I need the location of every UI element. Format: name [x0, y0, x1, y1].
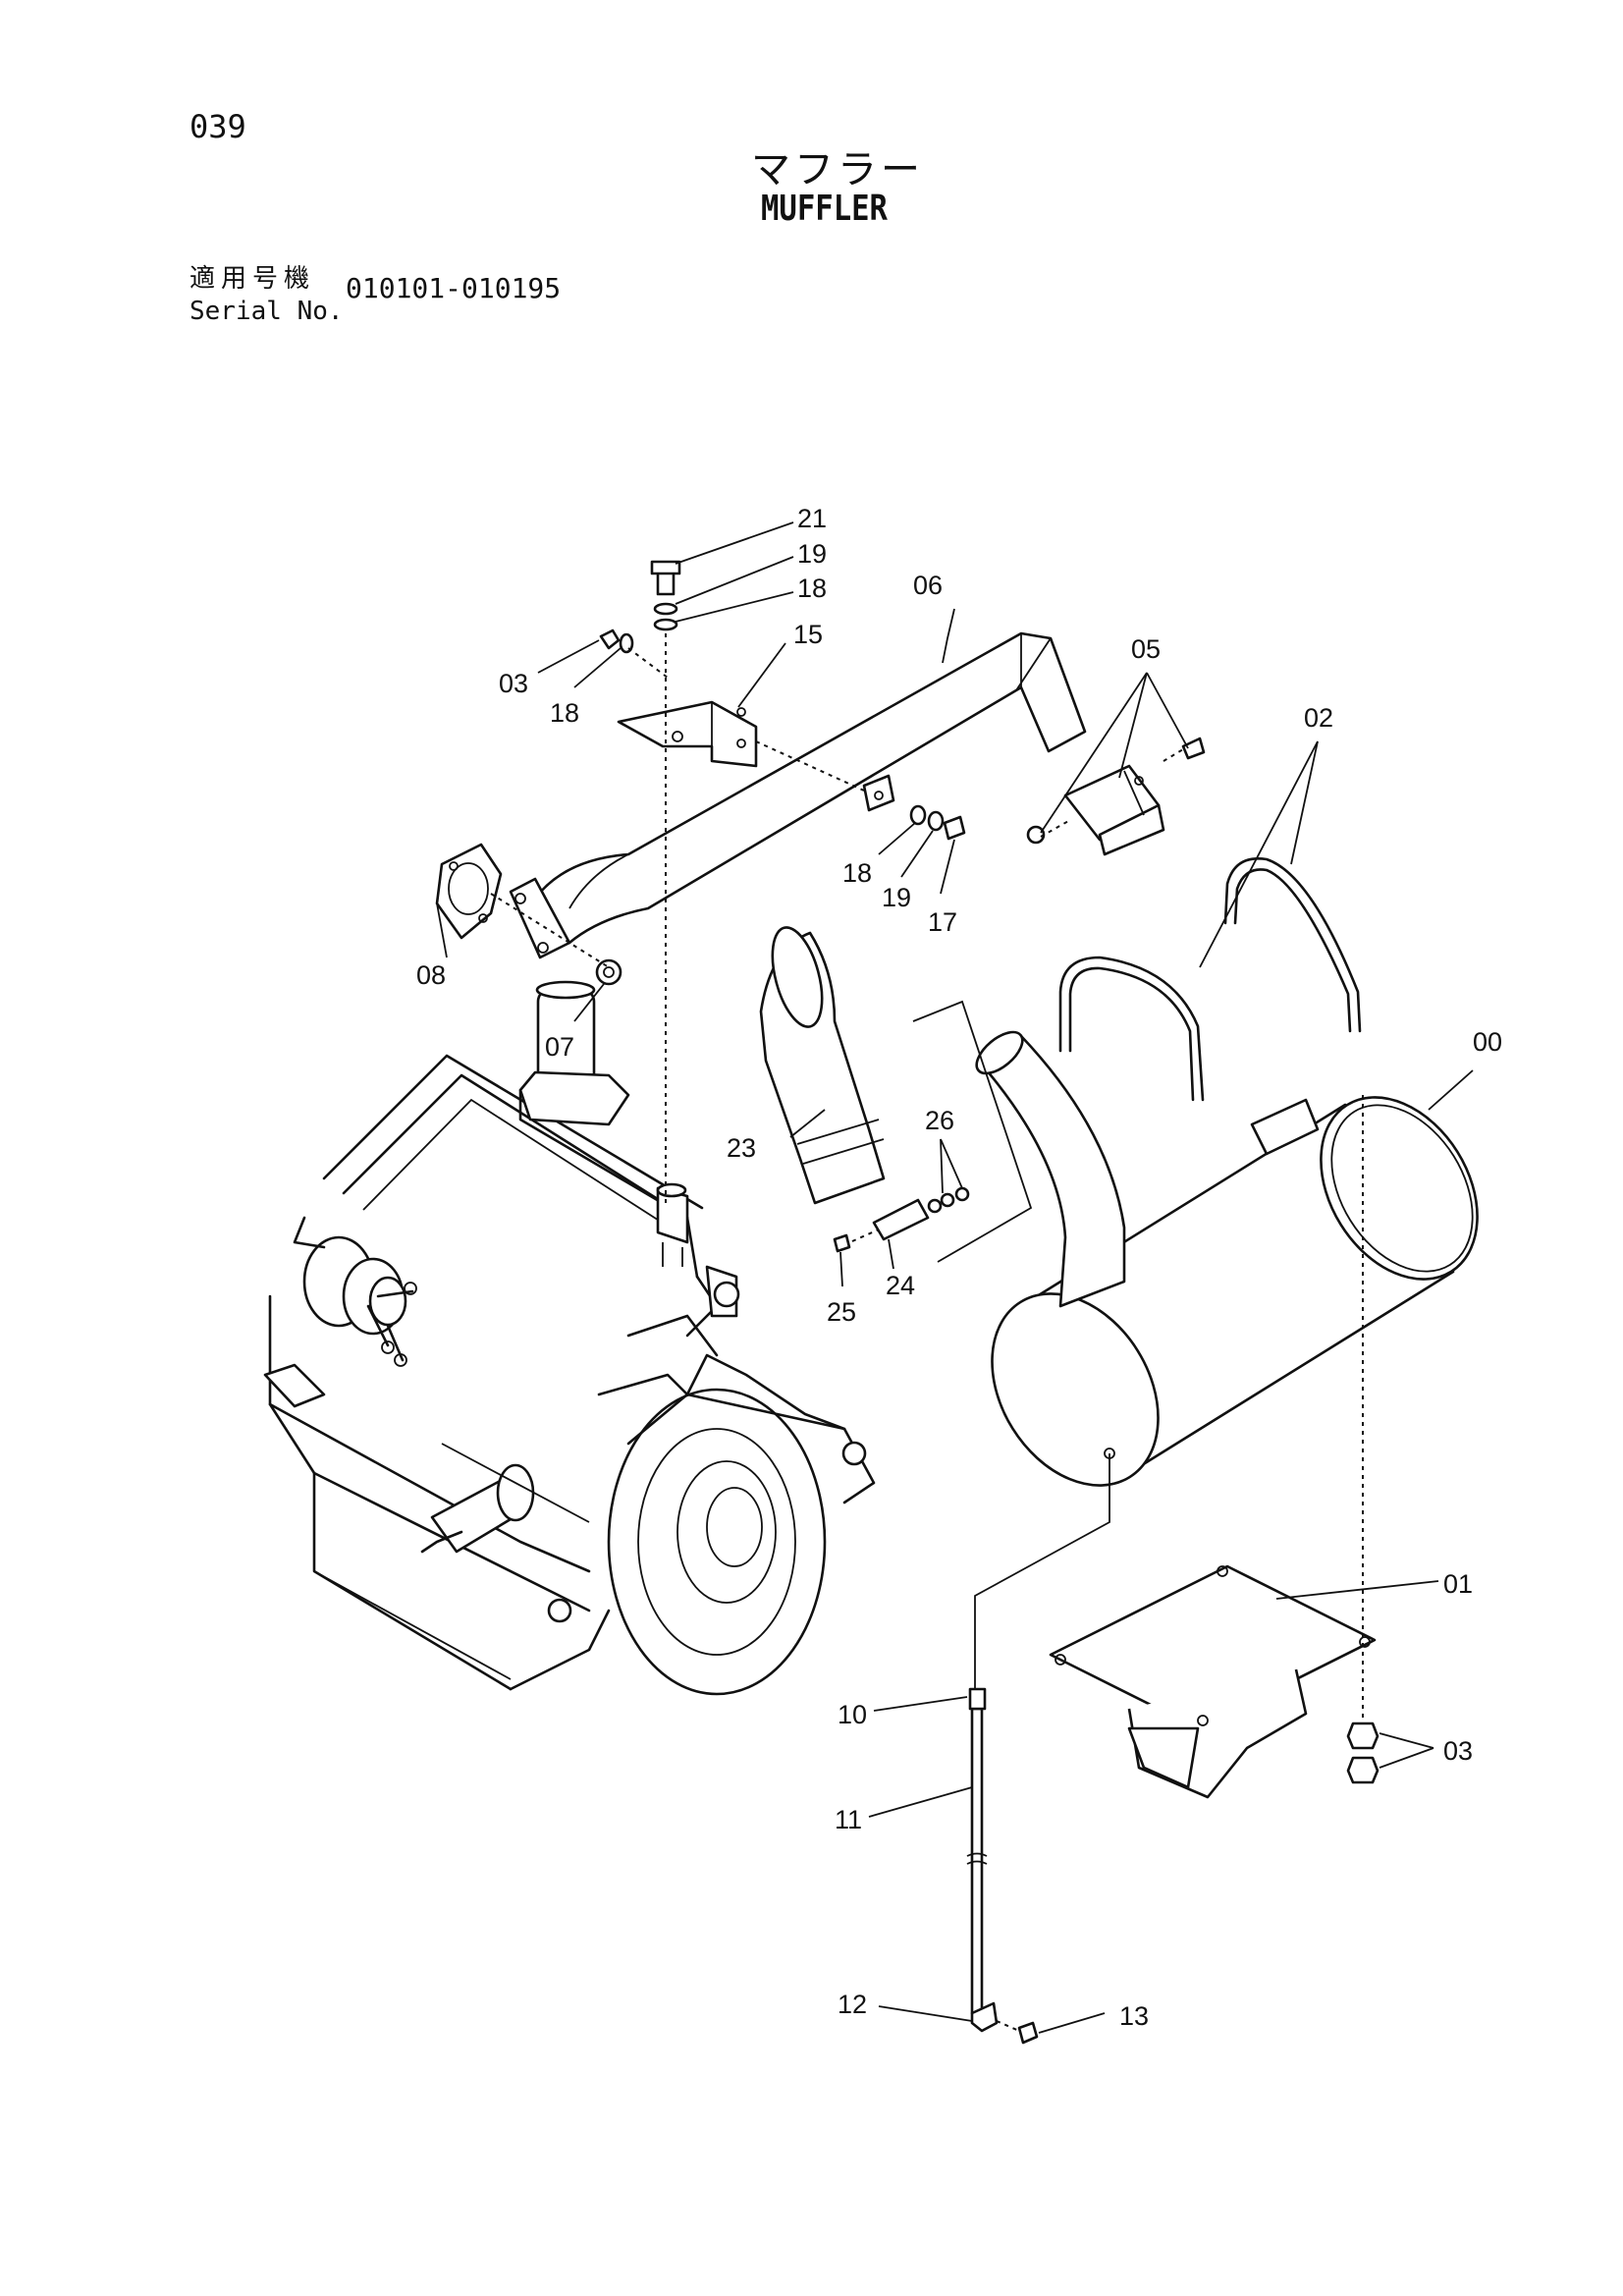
gasket	[435, 843, 503, 940]
callout-17: 17	[928, 907, 957, 937]
tail-pipe	[759, 926, 886, 1205]
page-title-japanese: マフラー	[751, 147, 924, 192]
bolt	[650, 560, 681, 596]
callout-18: 18	[797, 574, 827, 603]
serial-label-japanese: 適用号機	[189, 264, 316, 294]
callout-01: 01	[1443, 1569, 1473, 1599]
page-number: 039	[189, 108, 246, 145]
clip	[970, 2001, 999, 2033]
clamp	[1026, 737, 1206, 856]
callout-21: 21	[797, 504, 827, 533]
u-bolt	[1058, 856, 1362, 1102]
washer	[653, 602, 678, 631]
washer	[909, 804, 945, 832]
callout-08: 08	[416, 960, 446, 990]
connector	[968, 1687, 987, 1711]
nut	[595, 958, 622, 986]
muffler	[975, 1030, 1479, 1487]
drain-tube	[966, 1707, 988, 2015]
callout-05: 05	[1131, 634, 1161, 664]
callout-19: 19	[797, 539, 827, 569]
callout-03-lower: 03	[1443, 1736, 1473, 1766]
exhaust-pipe	[509, 631, 1087, 959]
callout-10: 10	[838, 1700, 867, 1729]
page-title: MUFFLER	[761, 189, 888, 229]
bolt	[833, 1233, 851, 1253]
serial-range: 010101-010195	[346, 272, 562, 304]
bracket	[617, 700, 758, 768]
callout-07: 07	[545, 1032, 574, 1062]
bolt	[943, 815, 966, 841]
callout-13: 13	[1119, 2001, 1149, 2031]
bolt	[1017, 2021, 1039, 2045]
nut	[1346, 1722, 1380, 1784]
callout-03: 03	[499, 669, 528, 698]
callout-00: 00	[1473, 1027, 1502, 1057]
callout-26: 26	[925, 1106, 954, 1135]
clamp	[872, 1198, 943, 1241]
engine-block	[263, 980, 876, 1696]
callout-25: 25	[827, 1297, 856, 1327]
callout-18-left: 18	[550, 698, 579, 728]
nut	[940, 1186, 970, 1208]
callout-06: 06	[913, 571, 943, 600]
heat-shield	[1049, 1564, 1377, 1799]
serial-label: Serial No.	[189, 297, 344, 326]
callout-19-pipe: 19	[882, 883, 911, 912]
callout-02: 02	[1304, 703, 1333, 733]
leader-lines	[436, 521, 1474, 2034]
callout-18-pipe: 18	[842, 858, 872, 888]
callout-numbers: 21 19 18 15 06 05 02 03 18 18 19 17 08 0…	[416, 504, 1502, 2031]
callout-12: 12	[838, 1990, 867, 2019]
nut	[599, 629, 634, 654]
callout-11: 11	[835, 1805, 862, 1834]
callout-23: 23	[727, 1133, 756, 1163]
callout-15: 15	[793, 620, 823, 649]
callout-24: 24	[886, 1271, 915, 1300]
